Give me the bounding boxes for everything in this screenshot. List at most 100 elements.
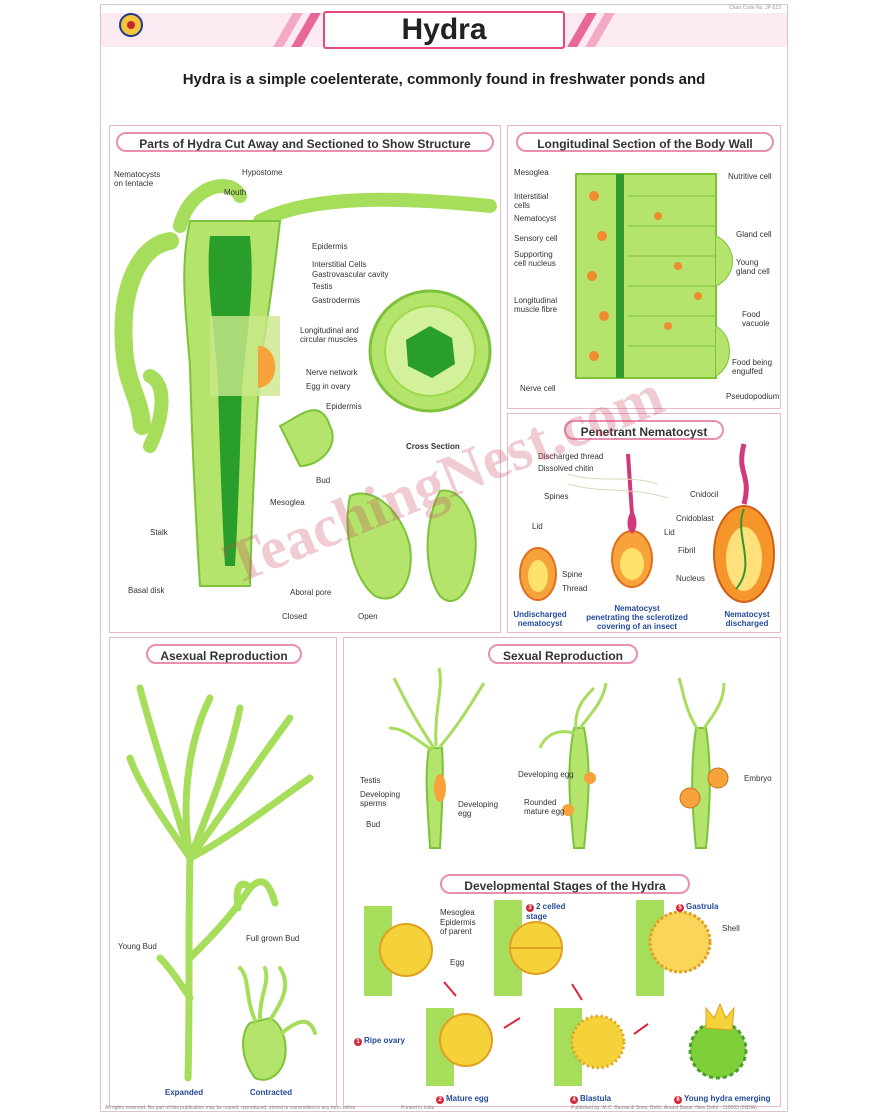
label-epidermis-2: Epidermis — [326, 402, 362, 411]
stage-name: Gastrula — [686, 902, 719, 911]
step-number: 2 — [436, 1096, 444, 1104]
stage-name: Mature egg — [446, 1094, 489, 1103]
label-mesoglea: Mesoglea — [270, 498, 305, 507]
label-closed: Closed — [282, 612, 307, 621]
label-cnidocil: Cnidocil — [690, 490, 719, 499]
footer-rights: All rights reserved. No part of this pub… — [105, 1105, 355, 1111]
label-interstitial: Interstitial Cells — [312, 260, 367, 269]
nematocyst-panel: Penetrant Nematocyst Discharged thread D… — [507, 413, 781, 633]
body-wall-panel: Longitudinal Section of the Body Wall Me… — [507, 125, 781, 409]
caption-penetrating: Nematocyst penetrating the sclerotized c… — [586, 604, 688, 631]
label-bud: Bud — [316, 476, 331, 485]
stage-name: Ripe ovary — [364, 1036, 405, 1045]
label-bw-nematocyst: Nematocyst — [514, 214, 557, 223]
label-hypostome: Hypostome — [242, 168, 283, 177]
label-sx-sperms: Developing sperms — [360, 790, 401, 808]
chart-sheet: Hydra Chart Code No. JP-513 Hydra is a s… — [100, 4, 788, 1112]
label-sx-dev-egg-2: Developing egg — [518, 770, 574, 779]
caption-expanded: Expanded — [164, 1088, 204, 1097]
intro-text: Hydra is a simple coelenterate, commonly… — [182, 71, 706, 88]
nematocyst-illustration — [519, 443, 775, 603]
chart-code: Chart Code No. JP-513 — [729, 5, 781, 11]
label-bw-food-engulfed: Food being engulfed — [732, 358, 773, 376]
label-thread: Thread — [562, 584, 588, 593]
label-nerve-network: Nerve network — [306, 368, 358, 377]
label-egg-in-ovary: Egg in ovary — [306, 382, 351, 391]
step-number: 1 — [354, 1038, 362, 1046]
label-cnidoblast: Cnidoblast — [676, 514, 714, 523]
label-bw-pseudopodium: Pseudopodium — [726, 392, 780, 401]
label-nucleus: Nucleus — [676, 574, 705, 583]
label-bw-muscle: Longitudinal muscle fibre — [514, 296, 558, 314]
label-bw-young-gland: Young gland cell — [736, 258, 770, 276]
label-bw-mesoglea: Mesoglea — [514, 168, 549, 177]
asexual-panel: Asexual Reproduction Young Bud Full grow… — [109, 637, 337, 1107]
label-bw-nutritive: Nutritive cell — [728, 172, 772, 181]
label-lid-2: Lid — [664, 528, 675, 537]
label-gastrovascular: Gastrovascular cavity — [312, 270, 389, 279]
label-young-bud: Young Bud — [118, 942, 157, 951]
label-bw-supporting: Supporting cell nucleus — [514, 250, 556, 268]
label-nematocysts: Nematocysts on tentacle — [114, 170, 161, 188]
label-full-grown-bud: Full grown Bud — [246, 934, 300, 943]
label-spines: Spines — [544, 492, 569, 501]
label-bw-nerve: Nerve cell — [520, 384, 556, 393]
label-testis: Testis — [312, 282, 333, 291]
label-dv-shell: Shell — [722, 924, 740, 933]
label-muscles: Longitudinal and circular muscles — [300, 326, 359, 344]
label-sx-testis: Testis — [360, 776, 381, 785]
label-fibril: Fibril — [678, 546, 696, 555]
label-dv-mesoglea: Mesoglea — [440, 908, 475, 917]
label-mouth: Mouth — [224, 188, 247, 197]
label-bw-sensory: Sensory cell — [514, 234, 558, 243]
step-number: 3 — [526, 904, 534, 912]
parts-panel-title: Parts of Hydra Cut Away and Sectioned to… — [116, 132, 494, 152]
sexual-panel: Sexual Reproduction Testis Developing sp… — [343, 637, 781, 1107]
label-dv-egg: Egg — [450, 958, 465, 967]
label-cross-section: Cross Section — [406, 442, 460, 451]
label-sx-mature: Rounded mature egg — [524, 798, 565, 816]
footer-publisher: Published by: M.C. Bansal & Sons, Delhi,… — [571, 1105, 757, 1111]
nematocyst-panel-title: Penetrant Nematocyst — [564, 420, 724, 440]
publisher-logo-icon — [119, 13, 143, 37]
label-spine: Spine — [562, 570, 583, 579]
body-wall-illustration — [575, 173, 733, 379]
stage-name: 2 celled stage — [526, 902, 566, 921]
label-basal-disk: Basal disk — [128, 586, 165, 595]
label-open: Open — [358, 612, 378, 621]
development-title: Developmental Stages of the Hydra — [440, 874, 690, 894]
label-sx-dev-egg: Developing egg — [458, 800, 499, 818]
asexual-panel-title: Asexual Reproduction — [146, 644, 302, 664]
step-number: 5 — [676, 904, 684, 912]
label-lid: Lid — [532, 522, 543, 531]
sexual-panel-title: Sexual Reproduction — [488, 644, 638, 664]
asexual-illustration — [126, 684, 317, 1082]
label-stalk: Stalk — [150, 528, 168, 537]
label-gastrodermis: Gastrodermis — [312, 296, 361, 305]
label-bw-interstitial: Interstitial cells — [514, 192, 549, 210]
label-discharged-thread: Discharged thread — [538, 452, 604, 461]
label-sx-embryo: Embryo — [744, 774, 772, 783]
label-aboral-pore: Aboral pore — [290, 588, 332, 597]
label-sx-bud: Bud — [366, 820, 381, 829]
stage-name: Young hydra emerging — [684, 1094, 771, 1103]
caption-undischarged: Undischarged nematocyst — [513, 610, 567, 628]
hydra-structure-illustration — [114, 179, 497, 602]
sexual-illustration — [364, 667, 748, 1086]
footer-center: Printed in India — [401, 1105, 435, 1111]
step-number: 6 — [674, 1096, 682, 1104]
label-bw-food-vacuole: Food vacuole — [742, 310, 770, 328]
label-dissolved-chitin: Dissolved chitin — [538, 464, 594, 473]
label-dv-epidermis: Epidermis of parent — [440, 918, 476, 936]
parts-panel: Parts of Hydra Cut Away and Sectioned to… — [109, 125, 501, 633]
header: Hydra Chart Code No. JP-513 — [101, 5, 787, 53]
label-bw-gland: Gland cell — [736, 230, 772, 239]
label-epidermis: Epidermis — [312, 242, 348, 251]
body-wall-panel-title: Longitudinal Section of the Body Wall — [516, 132, 774, 152]
